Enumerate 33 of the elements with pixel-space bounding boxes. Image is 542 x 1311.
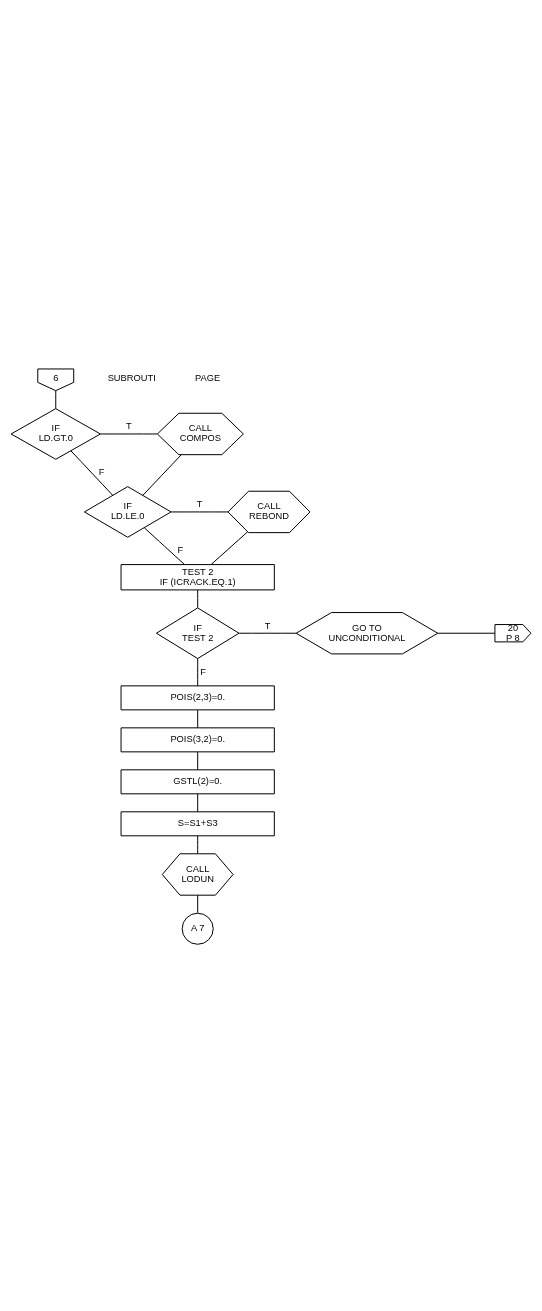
label: PAGE — [195, 373, 221, 384]
node-diamond: IF LD.GT.0 — [10, 408, 101, 460]
node-diamond: IF LD.LE.0 — [83, 486, 172, 538]
connector — [197, 751, 199, 771]
connector — [238, 632, 297, 634]
connector — [143, 527, 185, 565]
edge-label: F — [98, 467, 105, 478]
node-box: S=S1+S3 — [120, 811, 275, 837]
label: SUBROUTI — [107, 373, 156, 384]
connector — [55, 390, 57, 410]
node-circle: A 7 — [181, 912, 214, 945]
edge-label: T — [264, 620, 271, 631]
node-box: POIS(2,3)=0. — [120, 685, 275, 711]
connector — [197, 589, 199, 609]
edge-label: T — [196, 499, 203, 510]
connector — [70, 450, 114, 496]
node-box: GSTL(2)=0. — [120, 769, 275, 795]
edge-label: T — [126, 421, 132, 432]
edge-label: F — [177, 545, 184, 556]
node-box: POIS(3,2)=0. — [120, 727, 275, 753]
connector — [197, 894, 199, 914]
connector — [197, 835, 199, 855]
node-diamond: IF TEST 2 — [155, 607, 240, 660]
connector — [437, 632, 496, 634]
connector — [197, 709, 199, 729]
connector — [142, 454, 182, 496]
connector — [170, 511, 229, 513]
node-box: TEST 2 IF (ICRACK.EQ.1) — [120, 564, 275, 591]
connector — [197, 793, 199, 813]
edge-label: F — [200, 666, 206, 677]
connector — [100, 433, 158, 435]
connector — [197, 658, 199, 687]
connector — [210, 531, 249, 565]
